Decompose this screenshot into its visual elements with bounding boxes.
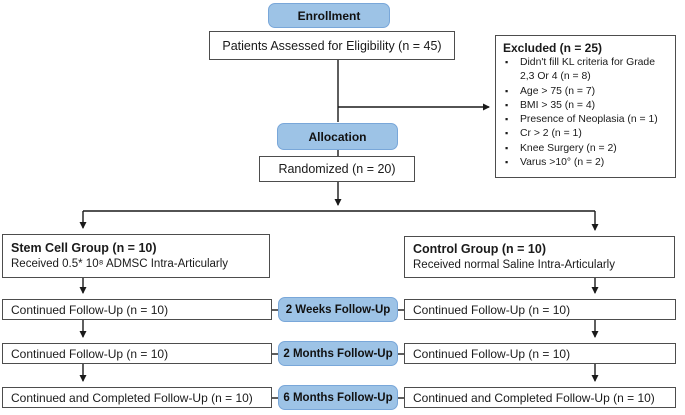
milestone-6-months-box: 6 Months Follow-Up — [278, 385, 398, 410]
eligibility-box: Patients Assessed for Eligibility (n = 4… — [209, 31, 455, 60]
followup-row2-left-box: Continued Follow-Up (n = 10) — [2, 343, 272, 364]
followup-row3-left-box: Continued and Completed Follow-Up (n = 1… — [2, 387, 272, 408]
excluded-list: Didn't fill KL criteria for Grade 2,3 Or… — [503, 56, 668, 170]
enrollment-stage-box: Enrollment — [268, 3, 390, 28]
milestone-2-weeks-box: 2 Weeks Follow-Up — [278, 297, 398, 322]
stem-cell-group-title: Stem Cell Group (n = 10) — [11, 241, 157, 255]
followup-row3-right-box: Continued and Completed Follow-Up (n = 1… — [404, 387, 676, 408]
control-group-subtitle: Received normal Saline Intra-Articularly — [413, 258, 615, 271]
stem-cell-group-box: Stem Cell Group (n = 10) Received 0.5* 1… — [2, 234, 270, 278]
excluded-item: Cr > 2 (n = 1) — [503, 127, 668, 141]
milestone-2-months-box: 2 Months Follow-Up — [278, 341, 398, 366]
excluded-item: Didn't fill KL criteria for Grade 2,3 Or… — [503, 56, 668, 85]
followup-row2-right-box: Continued Follow-Up (n = 10) — [404, 343, 676, 364]
excluded-item: Knee Surgery (n = 2) — [503, 142, 668, 156]
excluded-item: BMI > 35 (n = 4) — [503, 99, 668, 113]
followup-row1-right-box: Continued Follow-Up (n = 10) — [404, 299, 676, 320]
stem-cell-group-subtitle: Received 0.5* 10⁸ ADMSC Intra-Articularl… — [11, 257, 229, 270]
excluded-title: Excluded (n = 25) — [503, 41, 603, 55]
followup-row1-left-box: Continued Follow-Up (n = 10) — [2, 299, 272, 320]
excluded-item: Varus >10° (n = 2) — [503, 156, 668, 170]
randomized-box: Randomized (n = 20) — [259, 156, 415, 182]
excluded-box: Excluded (n = 25) Didn't fill KL criteri… — [495, 35, 676, 178]
excluded-item: Age > 75 (n = 7) — [503, 85, 668, 99]
excluded-item: Presence of Neoplasia (n = 1) — [503, 113, 668, 127]
allocation-stage-box: Allocation — [277, 123, 398, 150]
control-group-title: Control Group (n = 10) — [413, 242, 546, 256]
control-group-box: Control Group (n = 10) Received normal S… — [404, 236, 675, 278]
